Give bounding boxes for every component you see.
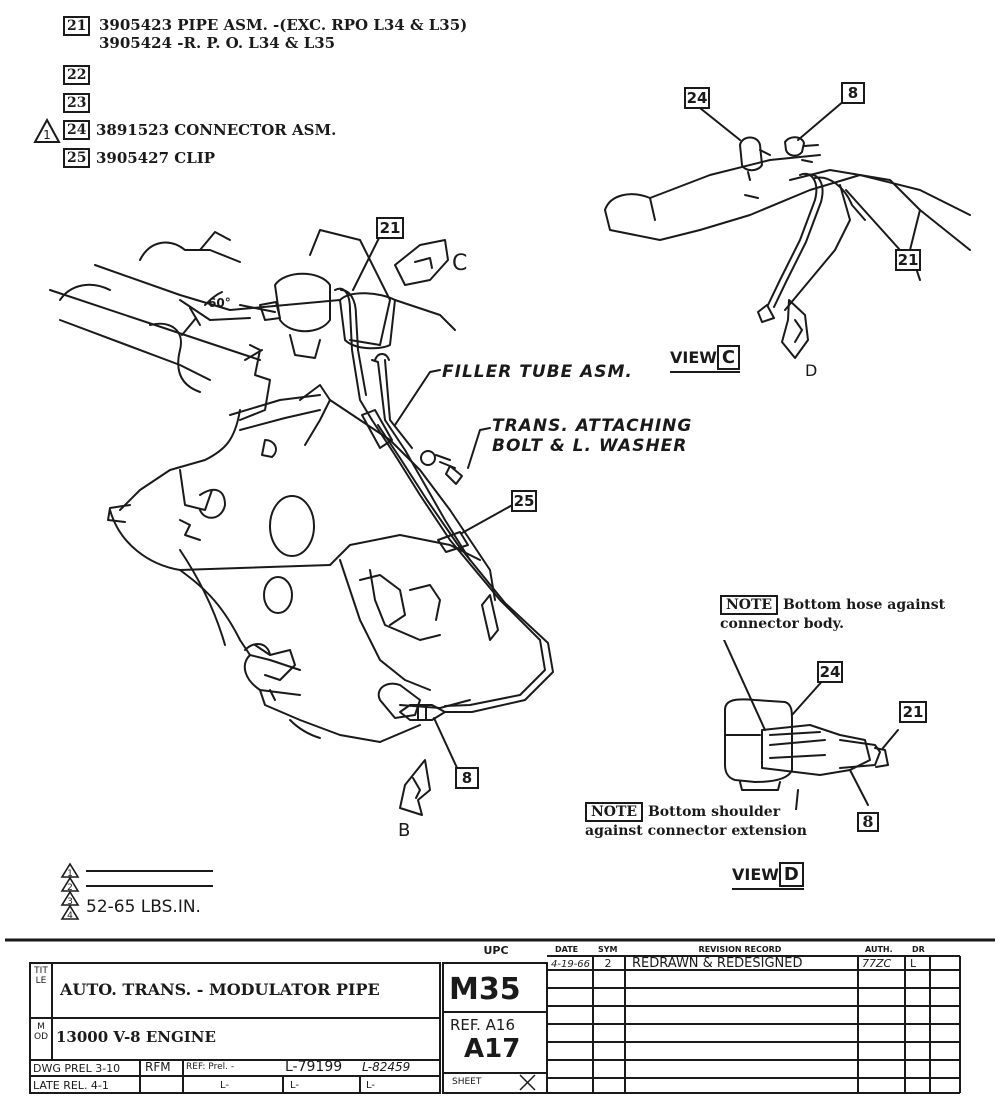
view-c-arrow-letter: D: [805, 361, 817, 380]
upc-code: M35: [449, 972, 521, 1007]
ref-prel: REF: Prel. -: [186, 1062, 235, 1072]
title-block-frame: UPC DATE SYM REVISION RECORD AUTH. DR 4-…: [5, 938, 995, 1094]
revision-triangle-icon: 1: [33, 118, 61, 143]
l-dash-1: L-: [220, 1080, 230, 1091]
ref-label: REF. A16: [450, 1016, 516, 1034]
part-line: 3905427 CLIP: [96, 149, 216, 167]
callout-25-main: 25: [514, 492, 535, 510]
note-label: NOTE: [585, 802, 644, 822]
model-text: 13000 V-8 ENGINE: [56, 1028, 216, 1046]
l-dash-3: L-: [366, 1080, 376, 1091]
date-header: DATE: [555, 945, 578, 954]
revision-dr: L: [910, 957, 917, 970]
ref-number-2: L-82459: [362, 1060, 411, 1074]
drawing-title: AUTO. TRANS. - MODULATOR PIPE: [60, 980, 380, 999]
callout-21-view-d: 21: [903, 703, 924, 721]
view-d-note-2: NOTE Bottom shoulder against connector e…: [585, 802, 807, 841]
callout-25: 25: [63, 148, 91, 168]
part-line: 3905423 PIPE ASM. -(EXC. RPO L34 & L35): [99, 16, 468, 34]
drafter-initials: RFM: [145, 1060, 171, 1074]
note-text: against connector extension: [585, 823, 807, 839]
view-d-drawing: 24 21: [722, 640, 927, 810]
title-side-label: TITLE: [34, 966, 48, 986]
parts-row-22: 22: [63, 64, 91, 85]
callout-8-main: 8: [462, 769, 472, 787]
view-letter-c-main: C: [452, 251, 467, 276]
view-c-prefix: VIEW: [670, 348, 717, 367]
ref-number-1: L-79199: [285, 1059, 343, 1075]
revision-record: REDRAWN & REDESIGNED: [632, 956, 803, 971]
note-text: Bottom shoulder: [647, 804, 781, 820]
revision-date: 4-19-66: [551, 959, 590, 970]
torque-notes: 1 2 3 4: [60, 862, 213, 921]
trans-bolt-label-line1: TRANS. ATTACHING: [492, 416, 693, 436]
callout-21-main: 21: [380, 219, 401, 237]
part-line: 3891523 CONNECTOR ASM.: [96, 121, 337, 139]
view-letter-b-main: B: [398, 820, 410, 841]
callout-23: 23: [63, 93, 91, 113]
note-text: Bottom hose against: [782, 597, 946, 613]
view-d-prefix: VIEW: [732, 865, 779, 884]
view-d-note-1: NOTE Bottom hose against connector body.: [720, 595, 946, 634]
view-d-letter: D: [778, 862, 804, 887]
revision-sym: 2: [605, 957, 612, 970]
callout-24-view-c: 24: [687, 89, 708, 107]
torque-marker-4: 4: [67, 911, 73, 921]
trans-bolt-label-line2: BOLT & L. WASHER: [492, 436, 688, 456]
torque-marker-3: 3: [67, 897, 73, 907]
torque-value: 52-65 LBS.IN.: [86, 897, 201, 917]
revision-header: REVISION RECORD: [699, 945, 782, 954]
callout-21-view-c: 21: [898, 251, 919, 269]
callout-24: 24: [63, 120, 91, 140]
parts-row-23: 23: [63, 92, 91, 113]
callout-22: 22: [63, 65, 91, 85]
torque-marker-2: 2: [67, 883, 73, 893]
callout-8-view-c: 8: [848, 84, 858, 102]
callout-24-view-d: 24: [820, 663, 841, 681]
sym-header: SYM: [598, 945, 618, 954]
note-text: connector body.: [720, 616, 845, 632]
parts-list: 21 3905423 PIPE ASM. -(EXC. RPO L34 & L3…: [30, 10, 550, 180]
revision-auth: 77ZC: [862, 957, 892, 970]
dr-header: DR: [912, 945, 925, 954]
auth-header: AUTH.: [865, 945, 893, 954]
upc-header: UPC: [483, 944, 508, 957]
dwg-prel: DWG PREL 3-10: [33, 1062, 121, 1075]
callout-21: 21: [63, 16, 91, 36]
view-c-letter: C: [716, 345, 741, 370]
sheet-code: A17: [464, 1034, 521, 1064]
angle-label: 60°: [208, 296, 231, 310]
late-rel: LATE REL. 4-1: [33, 1079, 109, 1092]
filler-tube-label: FILLER TUBE ASM.: [442, 362, 633, 382]
part-line: 3905424 -R. P. O. L34 & L35: [99, 34, 336, 52]
callout-8-view-d: 8: [857, 812, 879, 832]
view-c-drawing: 24 8 21 D: [604, 82, 971, 380]
note-label: NOTE: [720, 595, 779, 615]
torque-marker-1: 1: [67, 869, 73, 879]
sheet-label: SHEET: [452, 1077, 482, 1087]
l-dash-2: L-: [290, 1080, 300, 1091]
main-assembly-drawing: 21 25 8 60° C B: [49, 217, 554, 841]
revision-marker-text: 1: [43, 128, 51, 142]
model-side-label: MOD: [34, 1022, 49, 1042]
